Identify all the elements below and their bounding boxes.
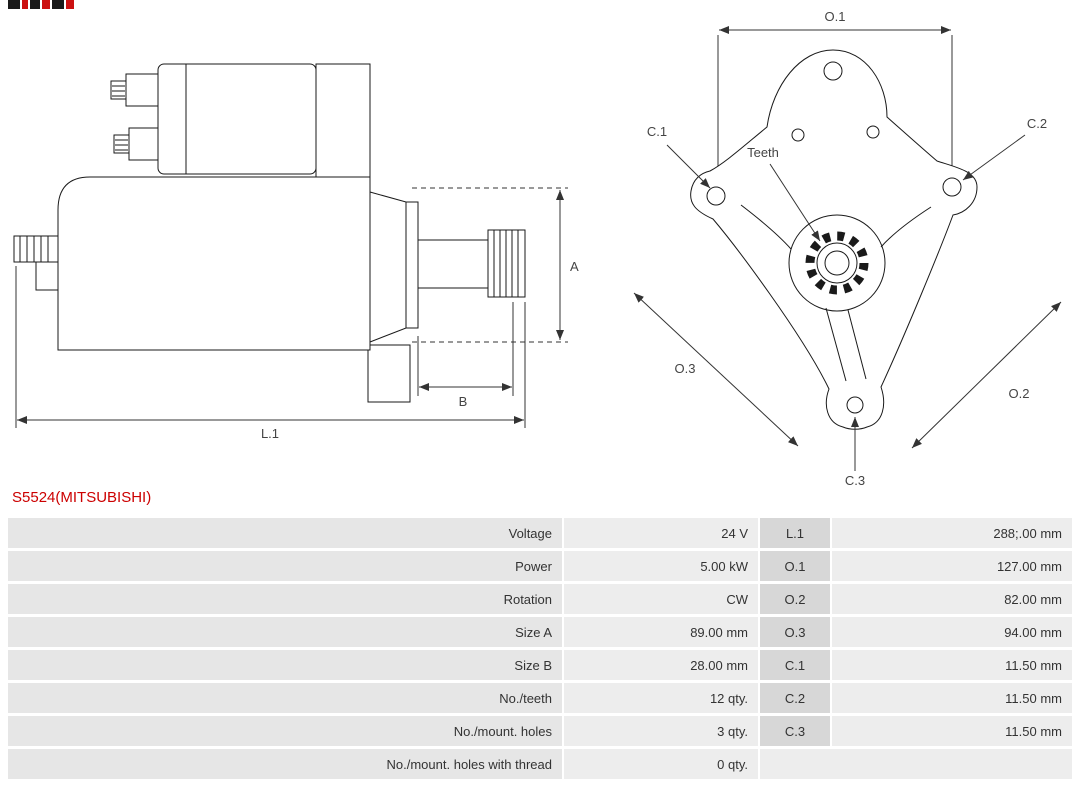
dim-code: O.1	[760, 551, 830, 581]
spec-table: Voltage 24 V L.1 288;.00 mm Power 5.00 k…	[8, 518, 1072, 779]
dim-code-value: 127.00 mm	[832, 551, 1072, 581]
spec-value: 3 qty.	[564, 716, 758, 746]
dim-label-a: A	[570, 259, 579, 274]
dim-code-value: 11.50 mm	[832, 683, 1072, 713]
solenoid	[110, 63, 317, 175]
drive-end-housing	[369, 191, 419, 343]
spec-label: Size B	[8, 650, 562, 680]
dim-code-value: 11.50 mm	[832, 650, 1072, 680]
spec-value: 24 V	[564, 518, 758, 548]
spec-label: Size A	[8, 617, 562, 647]
table-row: Power 5.00 kW O.1 127.00 mm	[8, 551, 1072, 581]
mount-hole-c2	[942, 177, 962, 197]
dim-label-b: B	[459, 394, 468, 409]
spec-label: No./mount. holes	[8, 716, 562, 746]
dim-code-value: 94.00 mm	[832, 617, 1072, 647]
top-hole	[823, 61, 843, 81]
table-row: Size A 89.00 mm O.3 94.00 mm	[8, 617, 1072, 647]
spec-label: Rotation	[8, 584, 562, 614]
brand-logo	[8, 0, 74, 9]
pinion-gear-front	[788, 214, 886, 312]
table-row: No./mount. holes 3 qty. C.3 11.50 mm	[8, 716, 1072, 746]
dim-code: C.2	[760, 683, 830, 713]
small-hole-left	[791, 128, 805, 142]
spec-label: Power	[8, 551, 562, 581]
dim-code: C.1	[760, 650, 830, 680]
dim-label-o2: O.2	[1009, 386, 1030, 401]
dim-code: O.3	[760, 617, 830, 647]
mounting-foot	[367, 344, 411, 403]
dim-code-value: 82.00 mm	[832, 584, 1072, 614]
dim-code-value: 288;.00 mm	[832, 518, 1072, 548]
mount-hole-c3	[846, 396, 864, 414]
dim-label-o3: O.3	[675, 361, 696, 376]
small-hole-right	[866, 125, 880, 139]
spec-value: 28.00 mm	[564, 650, 758, 680]
table-row: No./mount. holes with thread 0 qty.	[8, 749, 1072, 779]
dim-code: L.1	[760, 518, 830, 548]
front-view-drawing: O.1 C.1 C.2 Teeth C.3 O	[633, 9, 1062, 488]
spec-label: No./teeth	[8, 683, 562, 713]
dim-code: O.2	[760, 584, 830, 614]
housing-bracket	[315, 63, 371, 178]
dim-label-o1: O.1	[825, 9, 846, 24]
spec-label: No./mount. holes with thread	[8, 749, 562, 779]
table-row: No./teeth 12 qty. C.2 11.50 mm	[8, 683, 1072, 713]
mounting-flange	[690, 49, 978, 430]
dim-label-c3: C.3	[845, 473, 865, 488]
dim-label-c2: C.2	[1027, 116, 1047, 131]
motor-body	[57, 176, 371, 351]
empty-cell	[760, 749, 1072, 779]
table-row: Rotation CW O.2 82.00 mm	[8, 584, 1072, 614]
spec-value: 89.00 mm	[564, 617, 758, 647]
mount-hole-c1	[706, 186, 726, 206]
spec-value: 5.00 kW	[564, 551, 758, 581]
rear-stud	[13, 235, 59, 291]
spec-value: CW	[564, 584, 758, 614]
dim-label-c1: C.1	[647, 124, 667, 139]
spec-label: Voltage	[8, 518, 562, 548]
pinion-shaft	[417, 229, 526, 298]
dim-code-value: 11.50 mm	[832, 716, 1072, 746]
teeth-label: Teeth	[747, 145, 779, 160]
dim-code: C.3	[760, 716, 830, 746]
spec-value: 0 qty.	[564, 749, 758, 779]
side-view-drawing: A B L.1	[13, 63, 579, 441]
spec-value: 12 qty.	[564, 683, 758, 713]
table-row: Size B 28.00 mm C.1 11.50 mm	[8, 650, 1072, 680]
dim-label-l1: L.1	[261, 426, 279, 441]
table-row: Voltage 24 V L.1 288;.00 mm	[8, 518, 1072, 548]
part-number: S5524(MITSUBISHI)	[12, 489, 152, 506]
